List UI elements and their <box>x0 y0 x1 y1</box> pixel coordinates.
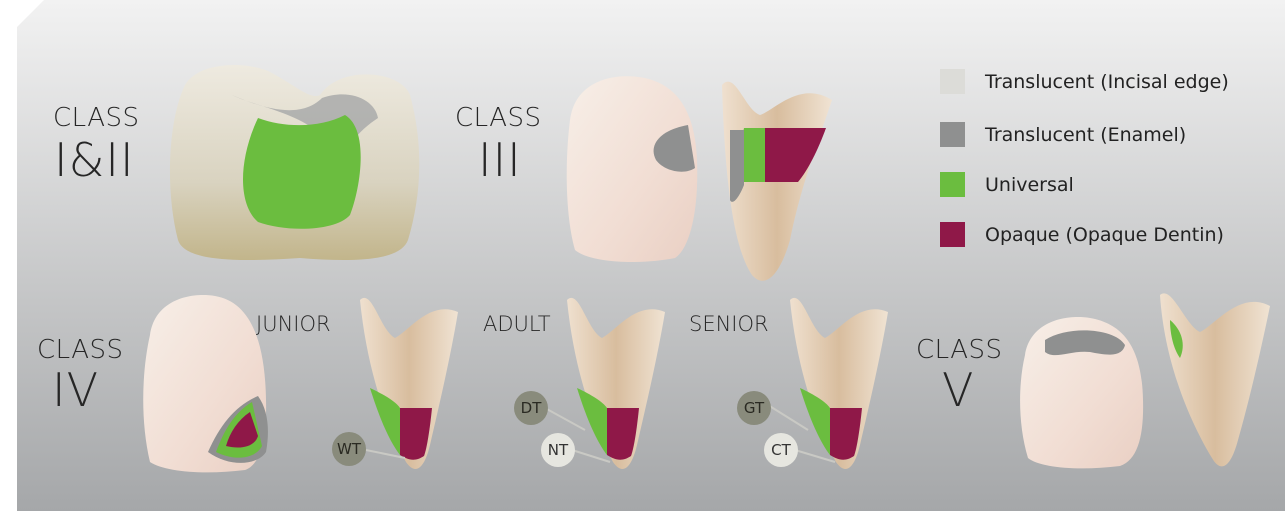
legend-label-incisal: Translucent (Incisal edge) <box>985 71 1229 93</box>
class3-numeral: III <box>478 133 522 187</box>
class1-numeral: I&II <box>54 133 135 187</box>
legend-item-incisal: Translucent (Incisal edge) <box>940 69 1229 94</box>
class5-title: CLASS <box>916 335 1003 365</box>
badge-ct: CT <box>764 433 798 467</box>
universal-restoration <box>243 115 361 229</box>
legend-swatch-enamel <box>940 122 965 147</box>
badge-dt: DT <box>514 391 548 425</box>
badge-nt: NT <box>541 433 575 467</box>
class3-title: CLASS <box>455 103 542 133</box>
legend-item-universal: Universal <box>940 172 1074 197</box>
class4-tooth <box>143 295 268 472</box>
legend-label-universal: Universal <box>985 174 1074 196</box>
senior-label: SENIOR <box>689 312 769 336</box>
legend-item-opaque: Opaque (Opaque Dentin) <box>940 222 1224 247</box>
legend-swatch-universal <box>940 172 965 197</box>
badge-gt: GT <box>737 391 771 425</box>
class5-front-tooth <box>1020 317 1143 468</box>
molar-tooth <box>170 65 419 260</box>
class3-front-tooth <box>567 76 698 262</box>
adult-label: ADULT <box>483 312 551 336</box>
class4-numeral: IV <box>52 363 99 417</box>
class5-numeral: V <box>942 363 974 417</box>
legend-swatch-opaque <box>940 222 965 247</box>
legend-swatch-incisal <box>940 69 965 94</box>
legend-item-enamel: Translucent (Enamel) <box>940 122 1186 147</box>
badge-wt: WT <box>332 432 366 466</box>
class4-title: CLASS <box>37 335 124 365</box>
legend-label-opaque: Opaque (Opaque Dentin) <box>985 224 1224 246</box>
legend-label-enamel: Translucent (Enamel) <box>985 124 1186 146</box>
class1-title: CLASS <box>53 103 140 133</box>
junior-label: JUNIOR <box>256 312 331 336</box>
